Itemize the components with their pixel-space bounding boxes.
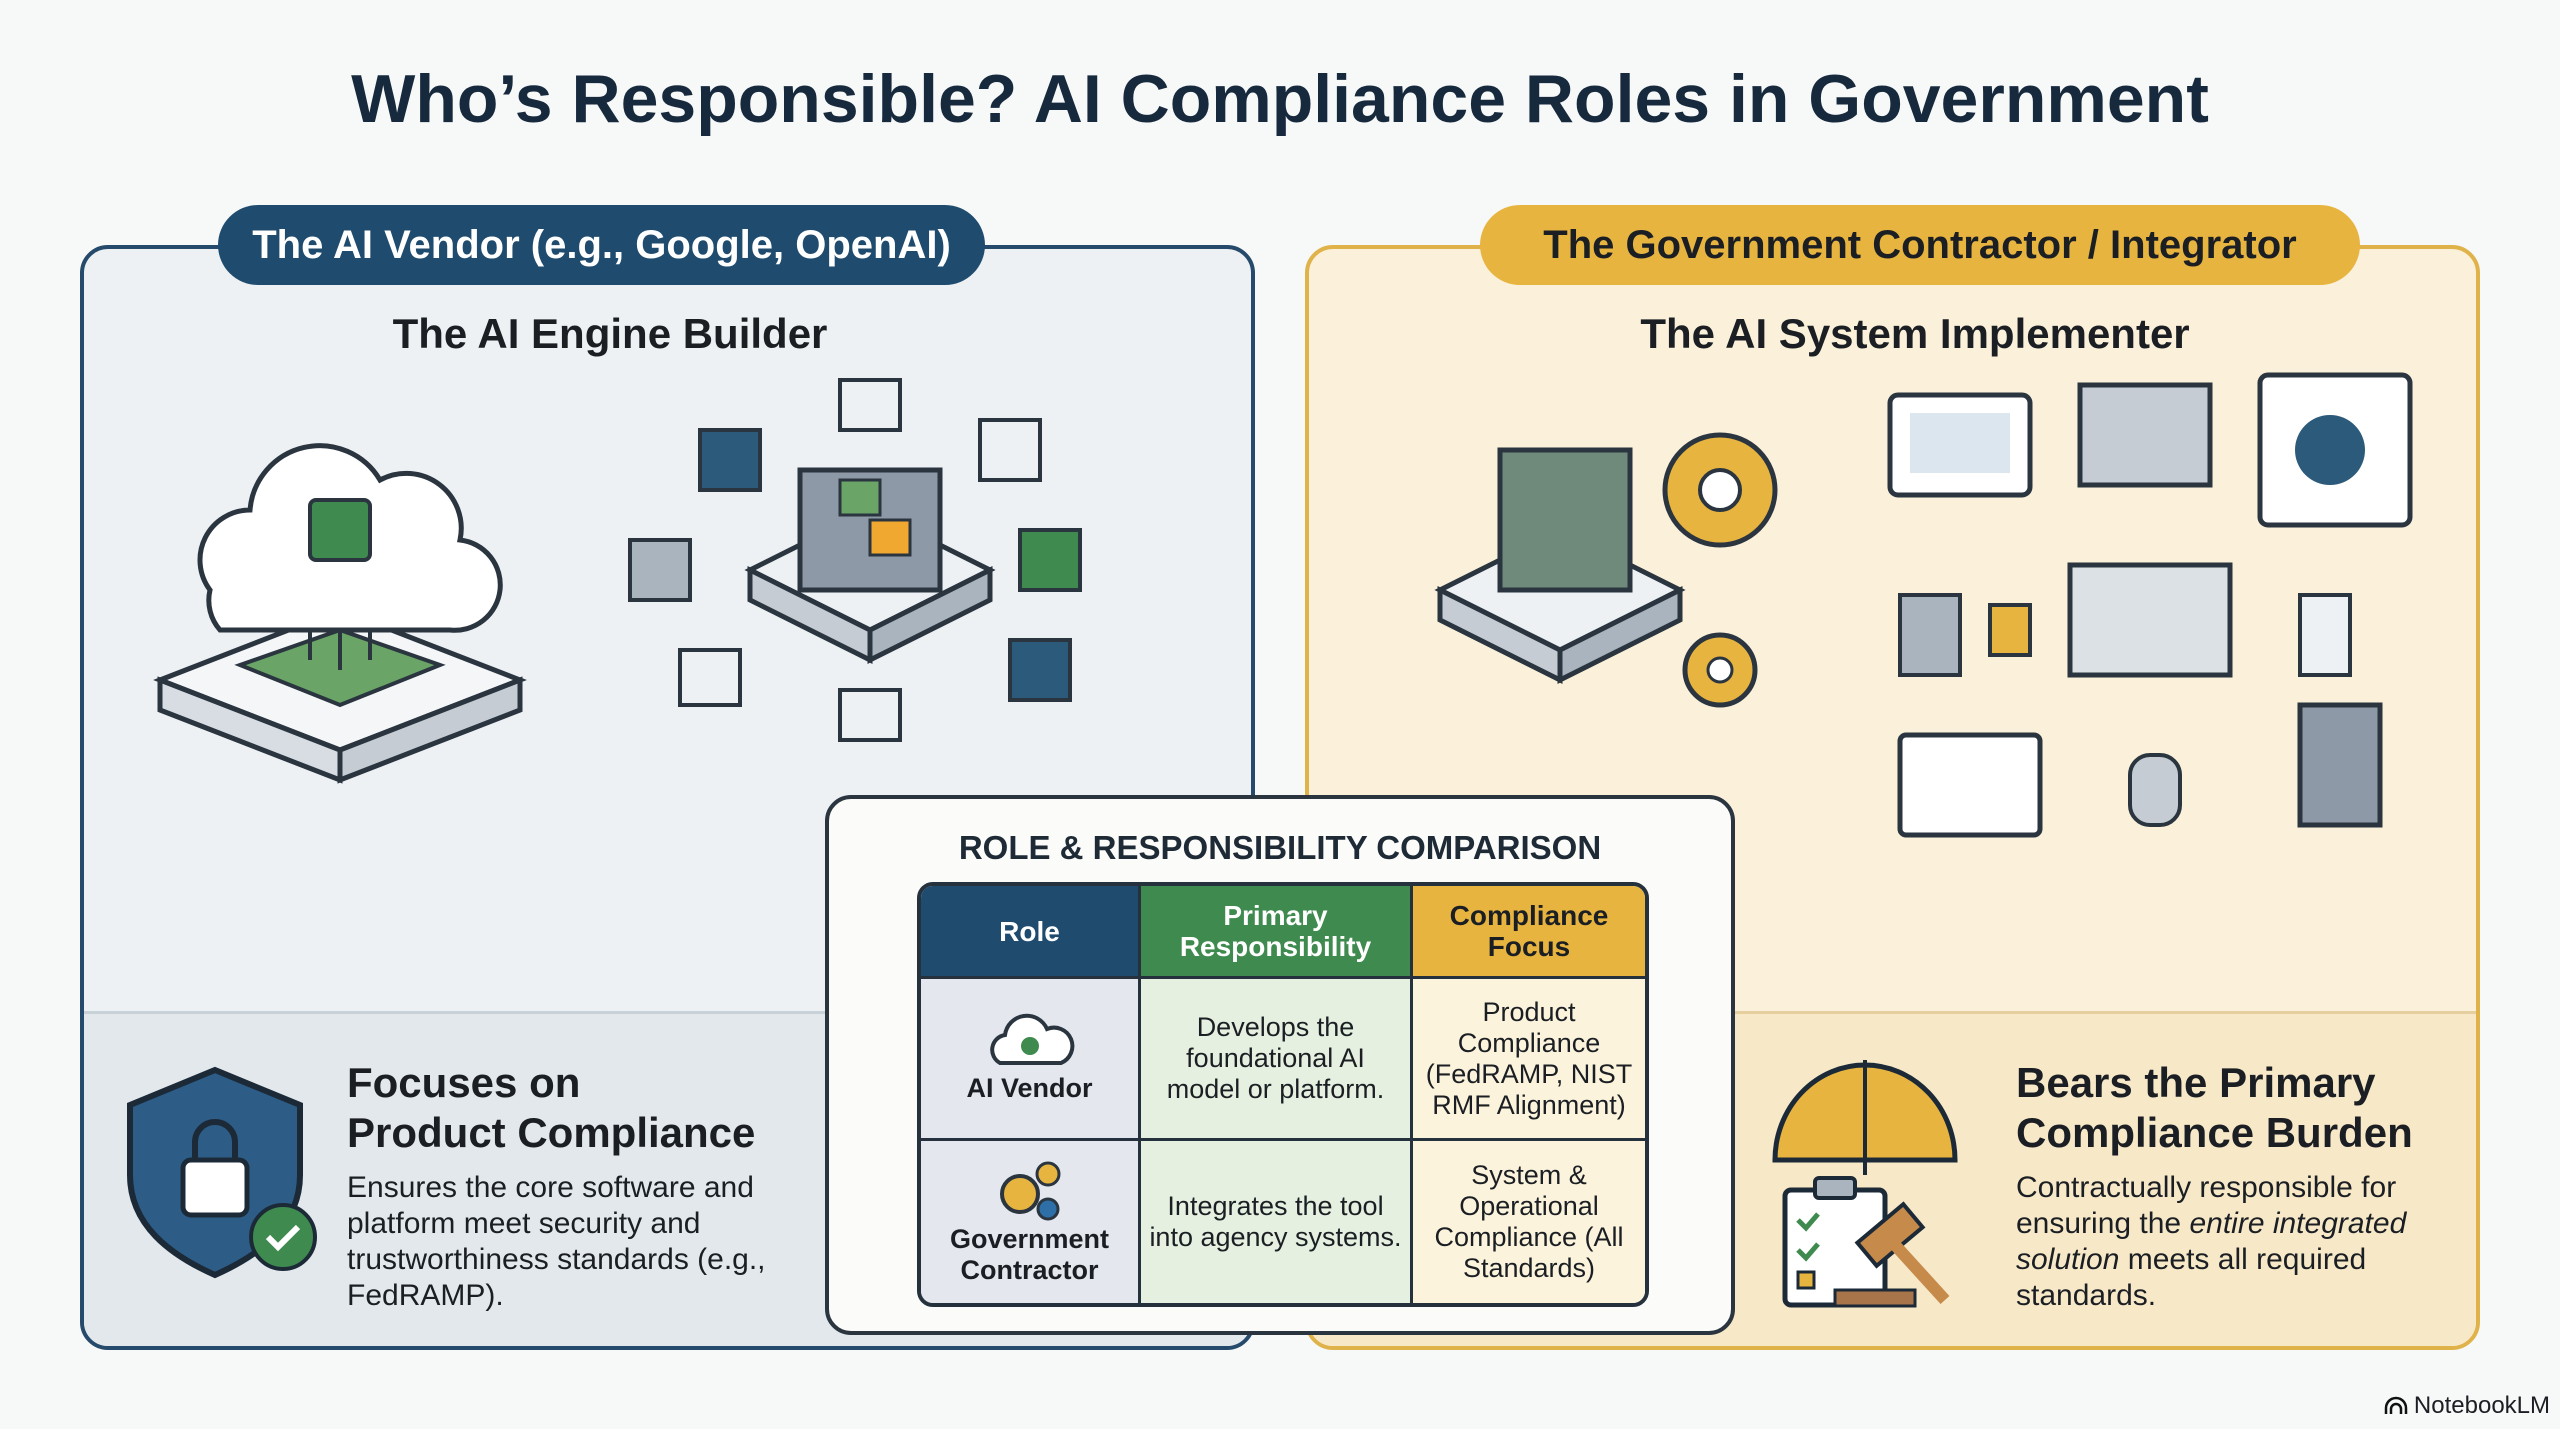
- comparison-table: Role Primary Responsibility Compliance F…: [917, 882, 1649, 1307]
- vendor-responsibility: Develops the foundational AI model or pl…: [1141, 979, 1413, 1141]
- table-row-contractor-role: Government Contractor: [921, 1141, 1141, 1303]
- branding-text: NotebookLM: [2413, 1392, 2550, 1419]
- header-responsibility: Primary Responsibility: [1141, 886, 1413, 979]
- vendor-description: Ensures the core software and platform m…: [347, 1171, 766, 1312]
- umbrella-clipboard-gavel-icon: [1772, 1060, 1958, 1308]
- agency-systems-icon: [1887, 372, 2413, 838]
- header-focus: Compliance Focus: [1413, 886, 1645, 979]
- contractor-heading-line1: Bears the Primary: [2016, 1059, 2376, 1106]
- vendor-heading-line2: Product Compliance: [347, 1109, 756, 1156]
- contractor-label: The Government Contractor / Integrator: [1480, 205, 2360, 285]
- description-text: Contractually responsible for ensuring t…: [2016, 1171, 2397, 1240]
- cloud-server-icon: [153, 443, 527, 784]
- contractor-subtitle: The AI System Implementer: [1640, 310, 2190, 357]
- vendor-label: The AI Vendor (e.g., Google, OpenAI): [218, 205, 985, 285]
- contractor-focus: System & Operational Compliance (All Sta…: [1413, 1141, 1645, 1303]
- role-name: AI Vendor: [966, 1073, 1093, 1103]
- role-name: Government Contractor: [949, 1223, 1110, 1285]
- contractor-heading-line2: Compliance Burden: [2016, 1109, 2413, 1156]
- branding: NotebookLM: [2384, 1392, 2550, 1420]
- description-emphasis: entire integrated solution: [2016, 1207, 2407, 1276]
- gears-icon: [999, 1161, 1060, 1220]
- notebooklm-logo-icon: [2384, 1396, 2408, 1414]
- integration-engine-gears-icon: [1434, 432, 1778, 708]
- vendor-heading-line1: Focuses on: [347, 1059, 581, 1106]
- comparison-title: ROLE & RESPONSIBILITY COMPARISON: [958, 829, 1602, 866]
- contractor-description: Contractually responsible for ensuring t…: [2016, 1170, 2436, 1314]
- page-title: Who’s Responsible? AI Compliance Roles i…: [351, 61, 2209, 137]
- ai-model-cubes-icon: [628, 378, 1082, 742]
- vendor-subtitle: The AI Engine Builder: [392, 310, 828, 357]
- vendor-focus: Product Compliance (FedRAMP, NIST RMF Al…: [1413, 979, 1645, 1141]
- description-text: meets all required standards.: [2016, 1243, 2367, 1312]
- comparison-card: ROLE & RESPONSIBILITY COMPARISON Role Pr…: [825, 795, 1735, 1335]
- contractor-responsibility: Integrates the tool into agency systems.: [1141, 1141, 1413, 1303]
- shield-lock-icon: [127, 1066, 317, 1279]
- cloud-chip-icon: [989, 1013, 1074, 1065]
- header-role: Role: [921, 886, 1141, 979]
- table-row-vendor-role: AI Vendor: [921, 979, 1141, 1141]
